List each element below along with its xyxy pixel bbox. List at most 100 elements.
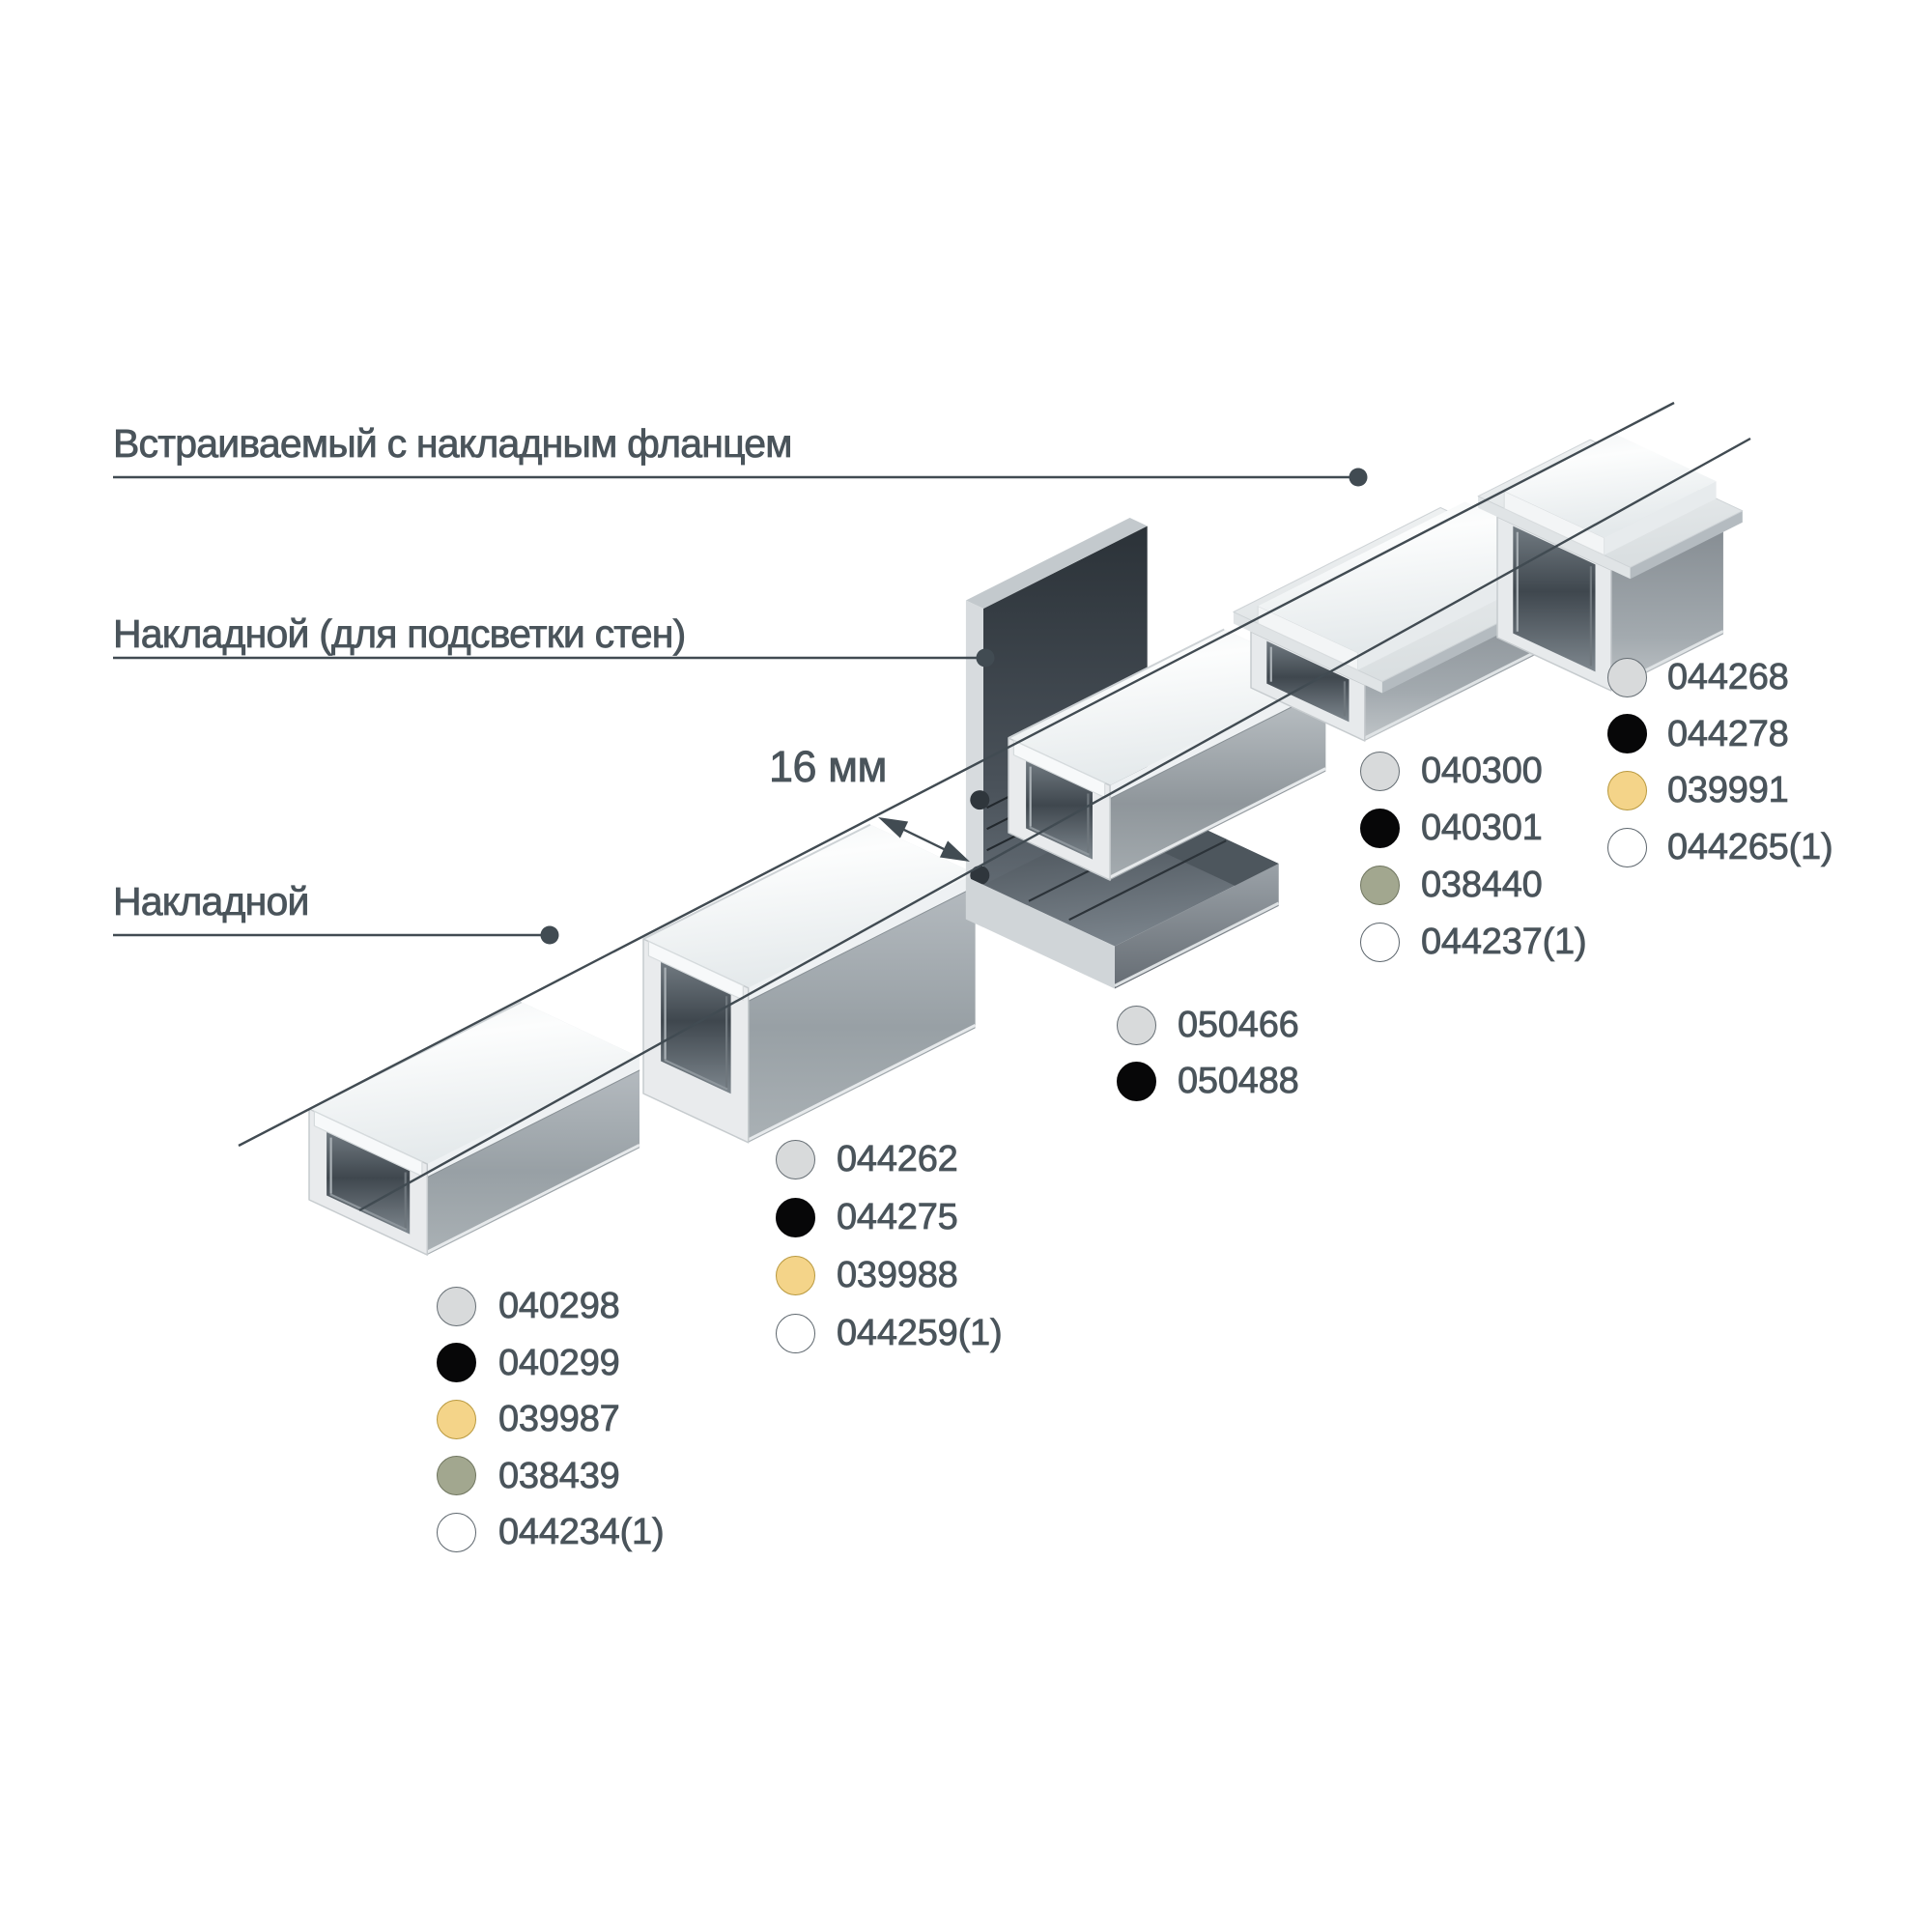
swatch-black-icon — [1359, 808, 1400, 848]
p1-cover-end — [313, 1110, 423, 1178]
swatch-black-icon — [1606, 714, 1647, 754]
code-row: 040298 — [436, 1283, 621, 1329]
p4-cover-top — [1258, 501, 1565, 653]
dim-arrow-head — [878, 817, 909, 838]
code-row: 040301 — [1359, 805, 1544, 851]
code-row: 044265(1) — [1606, 824, 1833, 870]
swatch-black-icon — [775, 1197, 815, 1237]
p5-flange-front — [1630, 510, 1743, 580]
label-recessed-flange: Встраиваемый с накладным фланцем — [113, 421, 793, 466]
p2-side-face — [748, 886, 976, 1143]
p5-flange-end — [1478, 496, 1631, 580]
code-row: 044262 — [775, 1136, 959, 1182]
article-code: 044278 — [1667, 713, 1790, 754]
code-row: 038440 — [1359, 862, 1544, 908]
article-code: 040300 — [1421, 751, 1544, 791]
article-code: 039987 — [498, 1399, 621, 1440]
swatch-white-icon — [1606, 827, 1647, 867]
dim-arrow-head — [939, 840, 970, 862]
swatch-silver-icon — [1359, 751, 1400, 791]
axis-line-upper — [238, 401, 1675, 1148]
label-surface-wall: Накладной (для подсветки стен) — [113, 611, 687, 656]
code-row: 039988 — [775, 1252, 958, 1298]
swatch-silver-icon — [1116, 1005, 1156, 1045]
article-code: 044268 — [1667, 657, 1790, 697]
p1-cover-lip — [427, 1057, 639, 1178]
p2-bottom-edge — [748, 1024, 977, 1142]
code-row: 044275 — [775, 1194, 958, 1240]
code-row: 044278 — [1606, 711, 1790, 757]
swatch-white-icon — [1359, 922, 1400, 962]
p3-hole — [970, 866, 990, 886]
swatch-olive-icon — [1359, 865, 1400, 905]
swatch-gold-icon — [1606, 770, 1647, 810]
p3-channel-rib — [1029, 826, 1090, 856]
p3-shelf-edge — [1114, 901, 1280, 987]
code-row: 040299 — [436, 1340, 621, 1386]
p3-channel-cavity — [1026, 760, 1093, 860]
p5-cover-top — [1504, 434, 1717, 538]
p1-side-face — [427, 1069, 639, 1256]
p2-cover-lip — [748, 873, 976, 1001]
article-code: 040301 — [1421, 808, 1544, 848]
leader-dot-surface-wall — [976, 648, 995, 668]
article-code: 040298 — [498, 1286, 621, 1326]
swatch-silver-icon — [436, 1286, 476, 1326]
label-surface: Накладной — [113, 879, 310, 923]
code-row: 044234(1) — [436, 1509, 665, 1555]
leader-dot-recessed-flange — [1349, 468, 1368, 487]
article-code: 050488 — [1178, 1061, 1300, 1101]
p3-channel-bottom-edge — [1109, 767, 1326, 879]
code-row: 040300 — [1359, 748, 1544, 794]
article-code: 044234(1) — [498, 1512, 665, 1553]
code-row: 050488 — [1116, 1058, 1300, 1104]
swatch-black-icon — [436, 1343, 476, 1383]
p3-channel-back-edge — [1008, 628, 1225, 739]
swatch-gold-icon — [775, 1255, 815, 1295]
p1-bottom-edge — [426, 1144, 640, 1254]
p3-shelf-end — [965, 876, 1115, 989]
swatch-white-icon — [436, 1512, 476, 1552]
dimension-label: 16 мм — [769, 742, 888, 791]
p2-cavity — [661, 961, 731, 1094]
p3-channel-side-face — [1110, 689, 1326, 881]
article-code: 039991 — [1667, 770, 1790, 811]
profile-surface-low — [308, 1001, 640, 1256]
profile-surface-high — [642, 823, 977, 1144]
p3-shelf-ridge — [1068, 839, 1227, 922]
article-code: 038440 — [1421, 865, 1544, 905]
p2-back-edge — [642, 823, 871, 940]
p3-channel-cover-lip — [1110, 676, 1326, 799]
p2-rib — [664, 1059, 728, 1091]
code-row: 044259(1) — [775, 1310, 1003, 1356]
code-row: 044268 — [1606, 654, 1790, 700]
code-row: 039987 — [436, 1396, 621, 1442]
p2-cover-top — [643, 824, 976, 988]
p3-hole — [970, 790, 990, 810]
article-code: 044237(1) — [1421, 922, 1587, 962]
article-code: 044259(1) — [837, 1313, 1003, 1353]
article-code: 044262 — [837, 1139, 959, 1179]
swatch-white-icon — [775, 1313, 815, 1353]
swatch-silver-icon — [775, 1139, 815, 1179]
article-code: 044265(1) — [1667, 827, 1833, 868]
swatch-silver-icon — [1606, 657, 1647, 697]
swatch-olive-icon — [436, 1456, 476, 1496]
axis-line-lower — [358, 437, 1751, 1212]
article-code: 040299 — [498, 1342, 621, 1383]
p1-cover-top — [309, 1002, 639, 1165]
code-row: 038439 — [436, 1453, 620, 1499]
p4-cavity — [1266, 640, 1350, 723]
p4-flange-end — [1233, 611, 1382, 694]
p1-rib — [329, 1193, 408, 1231]
profile-recessed-high — [1477, 434, 1744, 692]
p3-channel-cover-top — [1009, 629, 1326, 786]
article-code: 050466 — [1178, 1005, 1300, 1045]
code-row: 050466 — [1116, 1002, 1300, 1048]
p2-cover-end — [647, 940, 744, 1001]
leader-dot-surface — [540, 925, 559, 945]
p1-cavity — [327, 1131, 411, 1235]
p3-shelf-front — [1114, 864, 1279, 989]
